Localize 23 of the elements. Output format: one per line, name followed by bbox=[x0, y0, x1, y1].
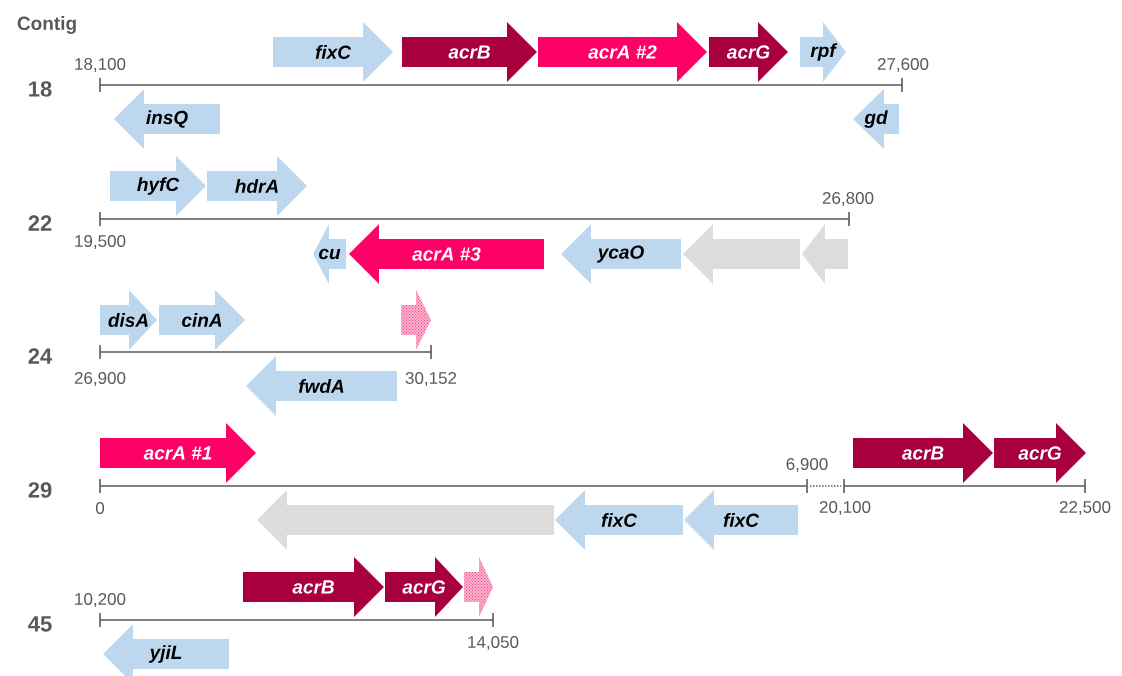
coordinate-label: 30,152 bbox=[405, 371, 457, 386]
coordinate-label: 22,500 bbox=[1059, 500, 1111, 515]
gene-shape bbox=[683, 224, 800, 284]
coordinate-label: 27,600 bbox=[877, 57, 929, 72]
coordinate-label: 26,800 bbox=[822, 191, 874, 206]
coordinate-label: 14,050 bbox=[468, 635, 519, 650]
coordinate-label: 6,900 bbox=[786, 457, 828, 472]
coordinate-label: 0 bbox=[95, 501, 105, 514]
gene-shape bbox=[802, 224, 848, 284]
coordinate-label: 18,100 bbox=[75, 57, 126, 72]
gene-shape bbox=[257, 490, 554, 550]
coordinate-label: 19,500 bbox=[75, 234, 126, 249]
gene-shape bbox=[401, 290, 431, 350]
contig-number: 29 bbox=[28, 482, 52, 498]
coordinate-label: 20,100 bbox=[819, 500, 871, 515]
contig-number: 22 bbox=[28, 215, 52, 231]
column-heading: Contig bbox=[17, 16, 76, 34]
contig-number: 18 bbox=[29, 81, 52, 97]
coordinate-label: 26,900 bbox=[74, 371, 126, 386]
coordinate-label: 10,200 bbox=[75, 592, 126, 607]
contig-number: 45 bbox=[28, 616, 52, 632]
gene-shape bbox=[464, 557, 493, 617]
contig-number: 24 bbox=[28, 348, 53, 364]
